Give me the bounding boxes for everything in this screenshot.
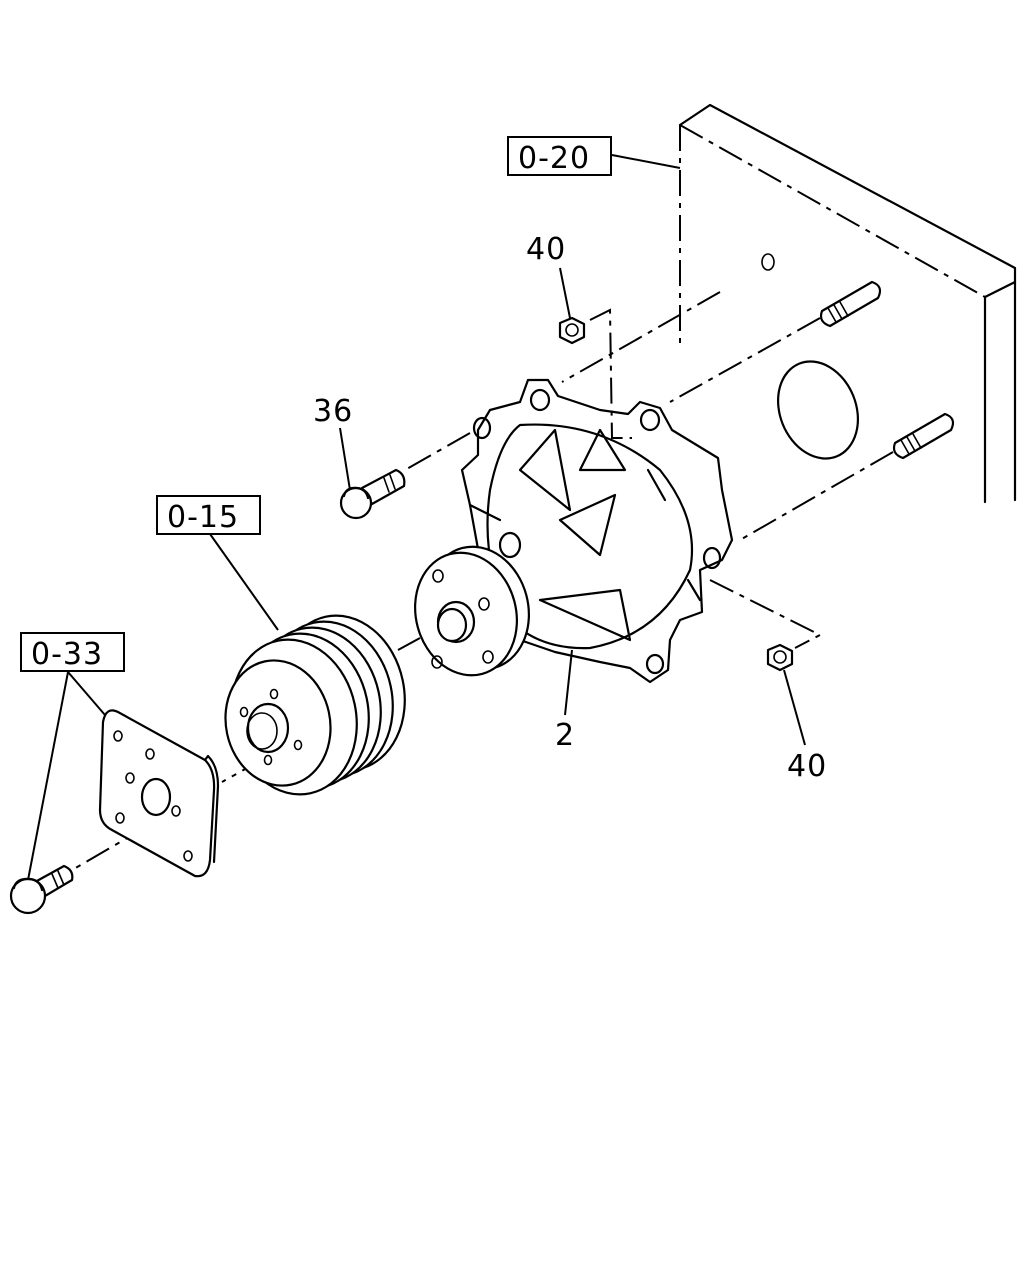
- part-2-label: 2: [555, 718, 575, 753]
- upper-stud: [819, 280, 882, 328]
- fan-bolt: [9, 864, 74, 915]
- nut-40-bottom: [766, 643, 794, 672]
- lower-stud: [892, 412, 955, 460]
- engine-front-plate: [678, 103, 1017, 504]
- nut-40-top: [558, 316, 586, 345]
- pump-hub-flange: [414, 545, 530, 677]
- leader-lines: [27, 154, 823, 881]
- part-40-bottom-label: 40: [787, 749, 827, 784]
- part-40-top-label: 40: [526, 232, 566, 267]
- part-36-label: 36: [313, 394, 353, 429]
- pulley: [224, 614, 406, 796]
- label-ref-0-20: 0-20: [507, 136, 612, 176]
- label-ref-0-33: 0-33: [20, 632, 125, 672]
- ref-0-33-text: 0-33: [31, 637, 103, 672]
- fan-spacer-plate: [98, 709, 220, 878]
- bolt-36: [339, 468, 406, 520]
- ref-0-20-text: 0-20: [518, 141, 590, 176]
- ref-0-15-text: 0-15: [167, 500, 239, 535]
- label-ref-0-15: 0-15: [156, 495, 261, 535]
